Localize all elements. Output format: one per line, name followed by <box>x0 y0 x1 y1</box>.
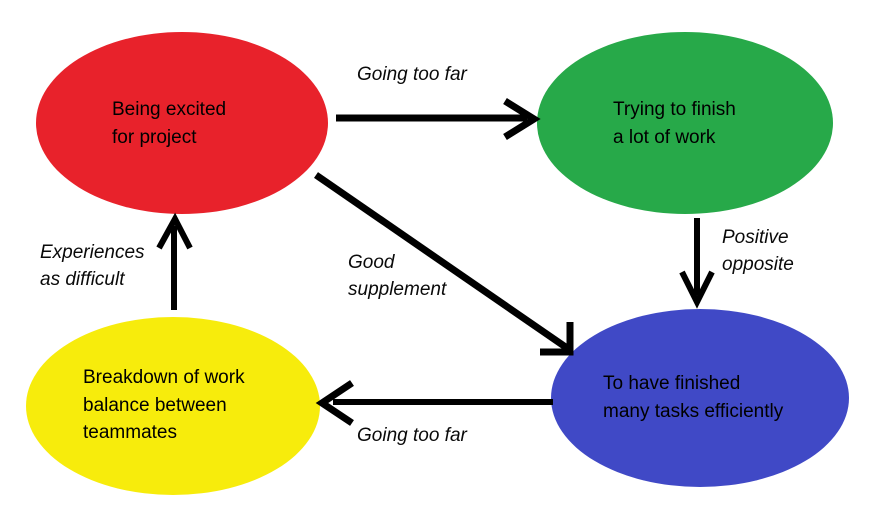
edge-label-going-too-far-top: Going too far <box>357 64 467 85</box>
edge-arrow-trying-to-finished <box>679 218 715 309</box>
node-ellipse-finished[interactable] <box>551 309 849 487</box>
edge-arrow-finished-to-breakdown <box>315 380 553 426</box>
node-ellipse-breakdown[interactable] <box>26 317 320 495</box>
node-ellipse-excited[interactable] <box>36 32 328 214</box>
edge-label-experiences-as-difficult: Experiences as difficult <box>40 242 145 290</box>
edge-arrow-breakdown-to-excited <box>156 212 193 310</box>
edge-label-going-too-far-bottom: Going too far <box>357 425 467 446</box>
edge-label-good-supplement: Good supplement <box>348 252 447 300</box>
edge-arrow-excited-to-trying <box>336 98 541 140</box>
edge-label-positive-opposite: Positive opposite <box>722 227 794 275</box>
node-ellipse-trying[interactable] <box>537 32 833 214</box>
edge-arrow-excited-to-finished <box>314 172 574 356</box>
